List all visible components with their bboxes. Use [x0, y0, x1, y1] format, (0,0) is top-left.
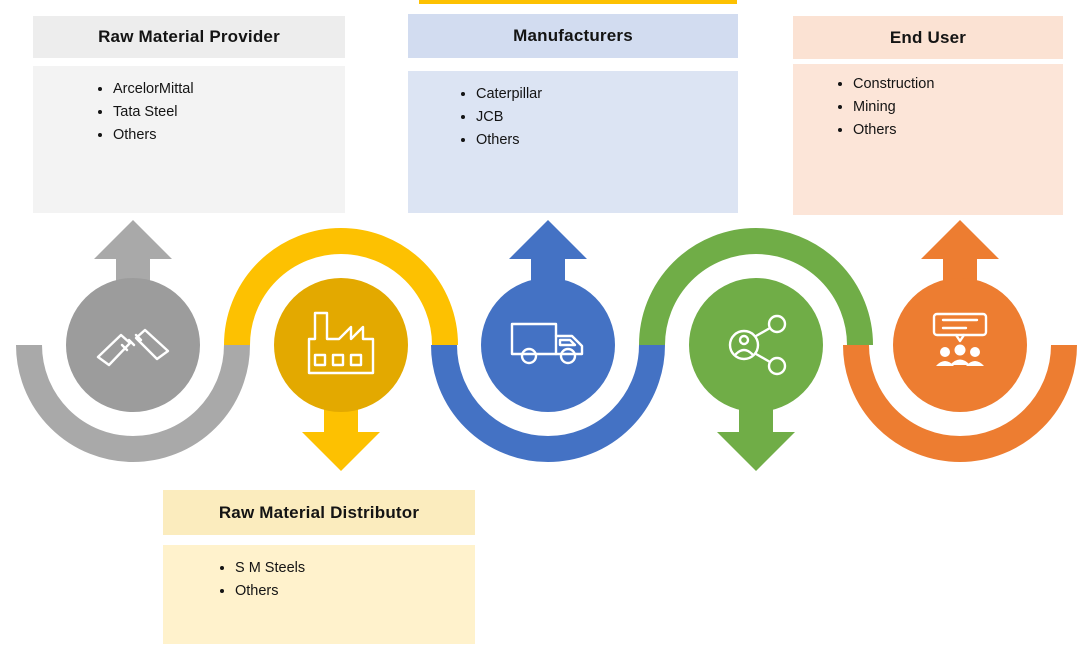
- box-body: Caterpillar JCB Others: [408, 71, 738, 213]
- flow-ring: [431, 344, 665, 462]
- box-title: Raw Material Distributor: [163, 490, 475, 535]
- bullet-item: JCB: [476, 106, 730, 129]
- stage-manufacturers: [431, 220, 665, 462]
- stage-distribution-network: [639, 228, 873, 471]
- handshake-icon: [96, 328, 170, 367]
- bullet-item: Mining: [853, 96, 1055, 119]
- bullet-item: S M Steels: [235, 557, 467, 580]
- bullet-list: Caterpillar JCB Others: [408, 71, 738, 152]
- down-arrow: [302, 403, 380, 471]
- up-arrow: [921, 220, 999, 287]
- share-network-icon: [728, 314, 787, 376]
- stage-circle: [689, 278, 823, 412]
- up-arrow: [94, 220, 172, 287]
- bullet-item: Construction: [853, 73, 1055, 96]
- box-title: End User: [793, 16, 1063, 59]
- up-arrow: [509, 220, 587, 287]
- flow-ring: [16, 344, 250, 462]
- down-arrow: [717, 403, 795, 471]
- stage-raw-material-distributor: [224, 228, 458, 471]
- box-end-user: End User Construction Mining Others: [793, 16, 1063, 215]
- bullet-list: ArcelorMittal Tata Steel Others: [33, 66, 345, 147]
- bullet-list: S M Steels Others: [163, 545, 475, 603]
- stage-end-user: [843, 220, 1077, 462]
- bullet-item: Others: [235, 580, 467, 603]
- flow-ring: [843, 344, 1077, 462]
- bullet-list: Construction Mining Others: [793, 64, 1063, 142]
- top-strip-decoration: [419, 0, 737, 4]
- box-title: Raw Material Provider: [33, 16, 345, 58]
- box-body: ArcelorMittal Tata Steel Others: [33, 66, 345, 213]
- stage-circle: [481, 278, 615, 412]
- factory-icon: [307, 311, 375, 375]
- stage-raw-material-provider: [16, 220, 250, 462]
- bullet-item: Others: [853, 119, 1055, 142]
- audience-icon: [932, 312, 988, 366]
- flow-ring: [639, 228, 873, 346]
- truck-icon: [510, 322, 584, 365]
- box-body: S M Steels Others: [163, 545, 475, 644]
- bullet-item: Tata Steel: [113, 101, 337, 124]
- bullet-item: Others: [476, 129, 730, 152]
- box-title: Manufacturers: [408, 14, 738, 58]
- box-raw-material-provider: Raw Material Provider ArcelorMittal Tata…: [33, 16, 345, 213]
- box-manufacturers: Manufacturers Caterpillar JCB Others: [408, 14, 738, 213]
- flow-ring: [224, 228, 458, 346]
- stage-circle: [274, 278, 408, 412]
- box-body: Construction Mining Others: [793, 64, 1063, 215]
- bullet-item: Caterpillar: [476, 83, 730, 106]
- bullet-item: Others: [113, 124, 337, 147]
- box-raw-material-distributor: Raw Material Distributor S M Steels Othe…: [163, 490, 475, 644]
- bullet-item: ArcelorMittal: [113, 78, 337, 101]
